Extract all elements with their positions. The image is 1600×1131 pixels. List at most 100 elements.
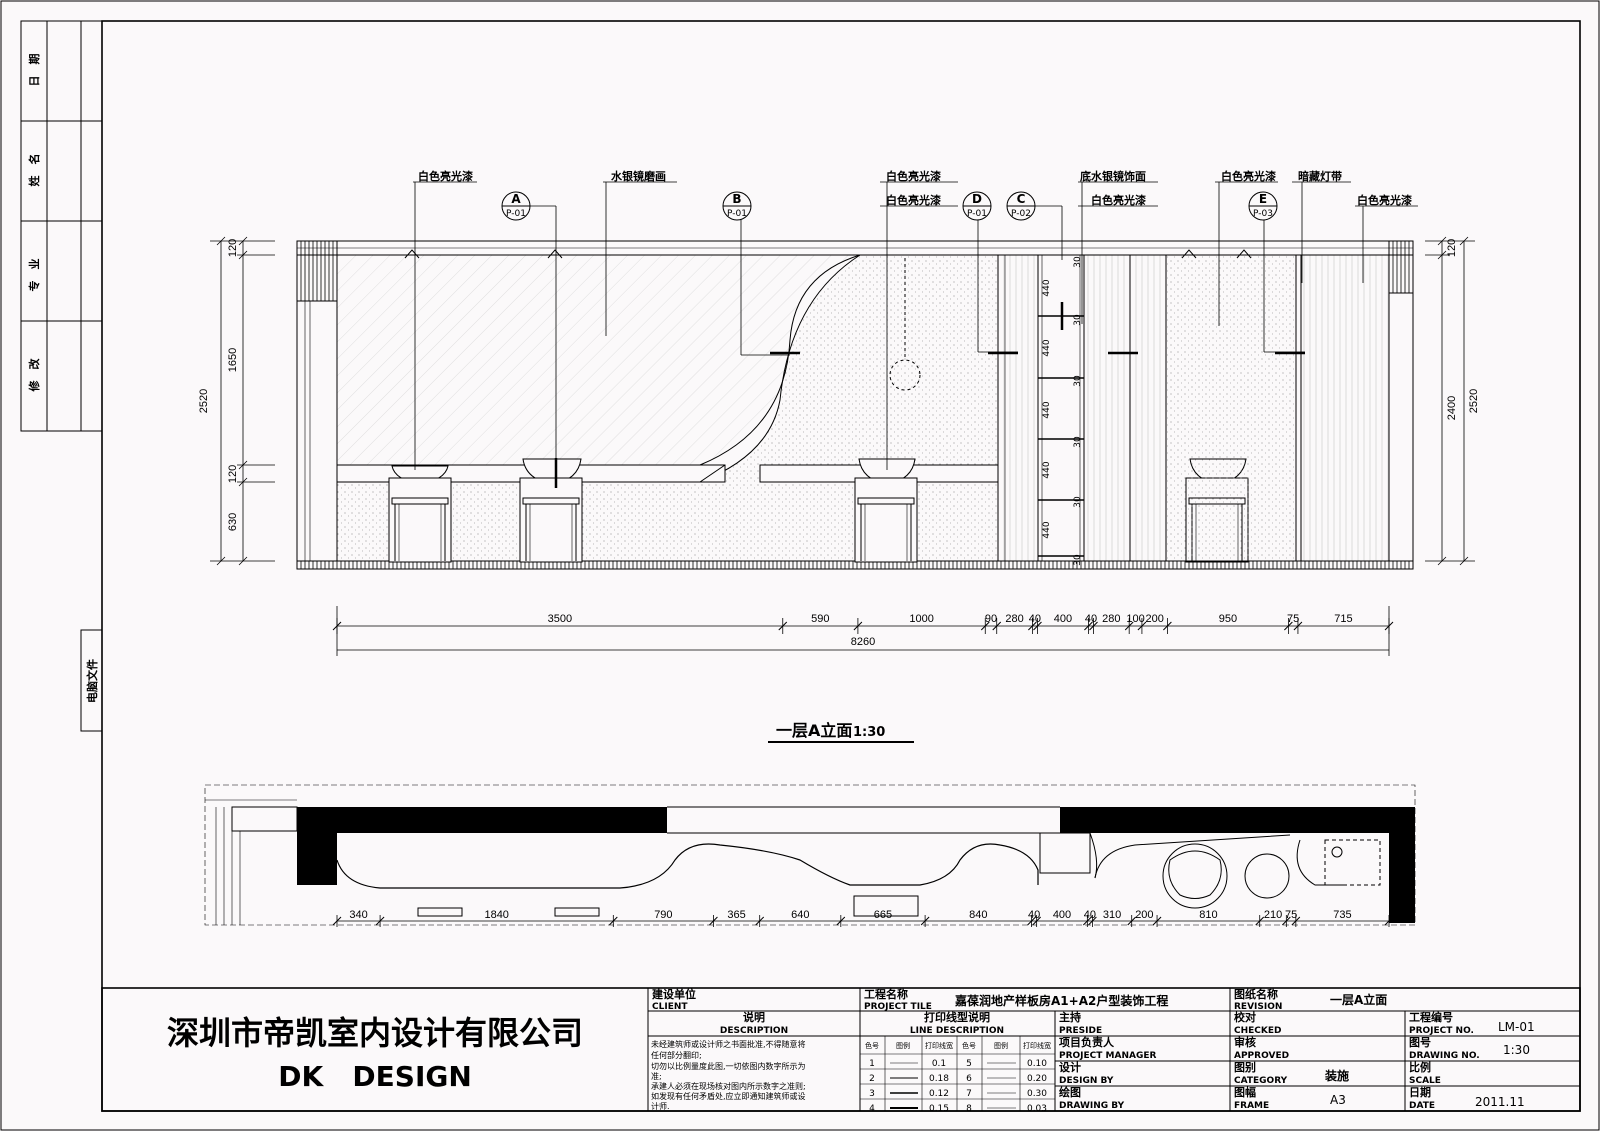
section-ref-b: P-01: [727, 209, 747, 219]
elev-dim-slash: [992, 621, 1002, 631]
plan-dim-label: 40: [1028, 909, 1040, 921]
right-dim-2: 2400: [1446, 396, 1458, 420]
line-header-4: 色号: [962, 1041, 976, 1050]
category-value: 装施: [1324, 1068, 1349, 1083]
note-line-2: 任何部分翻印;: [651, 1050, 702, 1060]
notes: 未经建筑师或设计师之书面批准,不得随意将 任何部分翻印; 切勿以比例量度此图,一…: [651, 1039, 806, 1111]
project-no-value: LM-01: [1498, 1020, 1535, 1034]
elev-dim-slash: [1137, 621, 1147, 631]
section-letter-b: B: [732, 192, 741, 206]
category-label-cn: 图别: [1234, 1060, 1256, 1074]
shelf-gap-3: 30: [1073, 375, 1083, 387]
shelf-dim-3: 440: [1042, 401, 1052, 418]
description-label-cn: 说明: [743, 1010, 765, 1024]
label-white-gloss-2: 白色亮光漆: [886, 169, 941, 183]
line-row-color: 3: [869, 1089, 875, 1099]
scale-label-cn: 比例: [1409, 1060, 1431, 1074]
plan-dim-label: 1840: [484, 909, 508, 921]
elev-dim-label: 715: [1334, 613, 1352, 625]
plan-dim-label: 400: [1053, 909, 1071, 921]
description-label-en: DESCRIPTION: [720, 1026, 788, 1036]
checked-label-cn: 校对: [1234, 1010, 1256, 1024]
plan-dim-slash: [709, 916, 718, 926]
plan-dim-slash: [1082, 916, 1092, 926]
plan-dim-slash: [608, 916, 618, 926]
label-white-gloss-5: 白色亮光漆: [1221, 169, 1276, 183]
elev-dim-label: 400: [1054, 613, 1072, 625]
line-row-color: 5: [966, 1059, 972, 1069]
plan-dim-label: 40: [1084, 909, 1096, 921]
plan-dim-slash: [755, 916, 765, 926]
plan-dim-slash: [836, 916, 846, 926]
plan-dim-label: 365: [727, 909, 745, 921]
elev-dim-slash: [1084, 621, 1093, 631]
elev-dim-label: 40: [1029, 613, 1041, 625]
mirror-panel: [336, 254, 861, 466]
elev-dim-label: 280: [1005, 613, 1023, 625]
plan-dim-slash: [1127, 916, 1137, 926]
left-dim-2: 1650: [227, 348, 239, 372]
section-marker-b: B P-01: [722, 191, 752, 221]
drawing-label-cn: 绘图: [1059, 1085, 1081, 1099]
shelf-gap-5: 30: [1073, 496, 1083, 508]
line-desc-label-cn: 打印线型说明: [924, 1010, 990, 1024]
shelf-gap-2: 30: [1073, 314, 1083, 326]
approved-label-cn: 审核: [1234, 1035, 1256, 1049]
plan-dim-slash: [332, 916, 342, 926]
shelf-gap-1: 30: [1073, 256, 1083, 268]
left-dim-1: 120: [227, 239, 239, 257]
section-letter-d: D: [972, 192, 982, 206]
section-letter-c: C: [1017, 192, 1026, 206]
plan-dim-slash: [375, 916, 385, 926]
line-header-5: 图例: [994, 1041, 1008, 1050]
plan-dim-label: 340: [349, 909, 367, 921]
project-no-label-en: PROJECT NO.: [1409, 1026, 1474, 1036]
elev-dim-slash: [332, 621, 342, 631]
note-line-1: 未经建筑师或设计师之书面批准,不得随意将: [651, 1039, 806, 1049]
shelf-dim-2: 440: [1042, 339, 1052, 356]
line-row-color: 4: [869, 1104, 875, 1114]
left-dim-total: 2520: [198, 389, 210, 413]
elevation-dim-ticks: [332, 618, 1394, 634]
section-marker-c: C P-02: [1006, 191, 1036, 221]
section-markers: A P-01 B P-01 D P-01 C P-02 E P-03: [501, 191, 1278, 221]
revision-label-cn: 图纸名称: [1234, 987, 1278, 1001]
elev-dim-label: 75: [1287, 613, 1299, 625]
line-row-width: 0.12: [929, 1089, 949, 1099]
checked-label-en: CHECKED: [1234, 1026, 1281, 1036]
drawing-no-value: 1:30: [1503, 1043, 1530, 1057]
left-dim-3: 120: [227, 465, 239, 483]
plan-dim-slash: [1152, 916, 1162, 926]
elev-dim-slash: [853, 621, 863, 631]
elev-dim-label: 590: [811, 613, 829, 625]
section-letter-a: A: [511, 192, 521, 206]
elev-dim-label: 1000: [909, 613, 933, 625]
elev-dim-slash: [1293, 621, 1303, 631]
chair-3: [854, 458, 918, 563]
section-ref-a: P-01: [506, 209, 526, 219]
plan-dim-label: 665: [874, 909, 892, 921]
plan-dim-slash: [1281, 916, 1291, 926]
note-line-3: 切勿以比例量度此图,一切依图内数字所示为: [651, 1061, 806, 1071]
plan-dim-label: 210: [1264, 909, 1282, 921]
line-row-color: 2: [869, 1074, 875, 1084]
label-mirror-decor: 底水银镜饰面: [1080, 169, 1146, 183]
elev-dim-slash: [1124, 621, 1134, 631]
elev-dim-slash: [1163, 621, 1172, 631]
section-marker-a: A P-01: [501, 191, 556, 221]
plan-dim-label: 640: [791, 909, 809, 921]
elev-dim-label: 200: [1145, 613, 1163, 625]
plan-dim-label: 310: [1103, 909, 1121, 921]
elev-dim-label: 100: [1126, 613, 1144, 625]
plan-dim-slash: [1291, 916, 1301, 926]
elevation-scale: 1:30: [853, 725, 885, 740]
label-white-gloss-3: 白色亮光漆: [886, 193, 941, 207]
elev-dim-slash: [778, 621, 788, 631]
drawing-label-en: DRAWING BY: [1059, 1101, 1125, 1111]
section-ref-c: P-02: [1011, 209, 1031, 219]
elev-dim-label: 950: [1219, 613, 1237, 625]
line-row-color: 1: [869, 1059, 875, 1069]
note-line-6: 如发现有任何矛盾处,应立即通知建筑师或设: [651, 1091, 806, 1101]
